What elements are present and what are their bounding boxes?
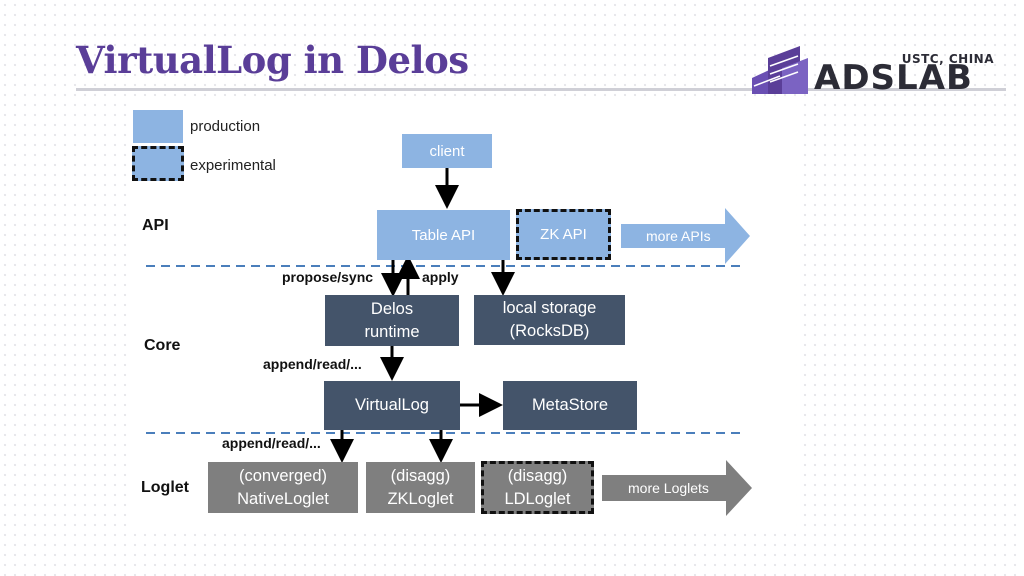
virtuallog-box: VirtualLog [324, 381, 460, 430]
layer-label-loglet: Loglet [141, 479, 189, 496]
delos-runtime-box: Delos runtime [325, 295, 459, 346]
client-box: client [402, 134, 492, 168]
native-loglet-box: (converged) NativeLoglet [208, 462, 358, 513]
delos-architecture-diagram: production experimental API Core Loglet … [128, 98, 796, 528]
zk-loglet-box: (disagg) ZKLoglet [366, 462, 475, 513]
legend-experimental-swatch [132, 146, 184, 181]
zk-api-box: ZK API [516, 209, 611, 260]
logo-name: ADSLAB [814, 58, 973, 98]
local-storage-box: local storage (RocksDB) [474, 295, 625, 345]
append-read-loglet-label: append/read/... [222, 435, 321, 451]
legend-experimental-label: experimental [190, 157, 276, 174]
building-logo-icon [752, 46, 808, 94]
apply-label: apply [422, 269, 459, 285]
slide-title: VirtualLog in Delos [76, 38, 469, 82]
legend-production-label: production [190, 118, 261, 135]
metastore-box: MetaStore [503, 381, 637, 430]
propose-sync-label: propose/sync [282, 269, 374, 285]
more-apis-block-arrow [621, 208, 750, 264]
layer-label-api: API [142, 217, 169, 234]
diagram-connectors [146, 168, 752, 516]
more-loglets-label: more Loglets [628, 480, 709, 496]
append-read-core-label: append/read/... [263, 356, 362, 372]
adslab-logo: USTC, CHINA ADSLAB [748, 44, 1012, 98]
ld-loglet-box: (disagg) LDLoglet [481, 461, 594, 514]
logo-subtitle: USTC, CHINA [901, 52, 994, 66]
more-loglets-block-arrow [602, 460, 752, 516]
table-api-box: Table API [377, 210, 510, 260]
more-apis-label: more APIs [646, 228, 711, 244]
legend-production-swatch [133, 110, 183, 143]
layer-label-core: Core [144, 337, 181, 354]
title-underline [76, 88, 1006, 91]
